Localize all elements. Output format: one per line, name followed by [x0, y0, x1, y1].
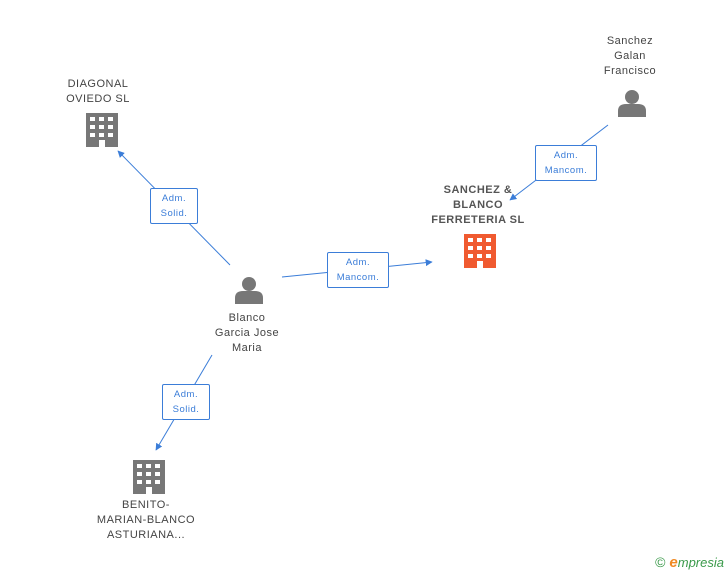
- building-icon[interactable]: [133, 460, 165, 494]
- brand-name: mpresia: [677, 555, 724, 570]
- edge-label-adm-solid: Adm. Solid.: [162, 384, 210, 420]
- company-label-benito[interactable]: BENITO- MARIAN-BLANCO ASTURIANA...: [96, 499, 196, 541]
- edge-label-line2: Mancom.: [544, 165, 588, 176]
- building-icon[interactable]: [86, 113, 118, 147]
- edge-label-line1: Adm.: [173, 389, 199, 400]
- edge-label-line1: Adm.: [161, 193, 187, 204]
- edge-label-line2: Mancom.: [336, 272, 380, 283]
- empresia-logo: ©empresia: [655, 554, 724, 571]
- copyright-symbol: ©: [655, 554, 666, 570]
- person-icon[interactable]: [235, 277, 263, 304]
- company-label-diagonal[interactable]: DIAGONAL OVIEDO SL: [66, 78, 130, 105]
- company-label-sanchez-blanco[interactable]: SANCHEZ & BLANCO FERRETERIA SL: [431, 184, 525, 226]
- building-icon[interactable]: [464, 234, 496, 268]
- edge-label-adm-mancom: Adm. Mancom.: [535, 145, 597, 181]
- edge-label-line2: Solid.: [172, 404, 200, 415]
- edge-label-adm-solid: Adm. Solid.: [150, 188, 198, 224]
- brand-e-letter: e: [669, 554, 678, 571]
- edge-label-line2: Solid.: [160, 208, 188, 219]
- edge-label-adm-mancom: Adm. Mancom.: [327, 252, 389, 288]
- person-label-blanco-garcia[interactable]: Blanco Garcia Jose Maria: [214, 312, 280, 354]
- edge-label-line1: Adm.: [553, 150, 579, 161]
- edge-label-line1: Adm.: [345, 257, 371, 268]
- person-icon[interactable]: [618, 90, 646, 117]
- person-label-sanchez-galan[interactable]: Sanchez Galan Francisco: [603, 35, 657, 77]
